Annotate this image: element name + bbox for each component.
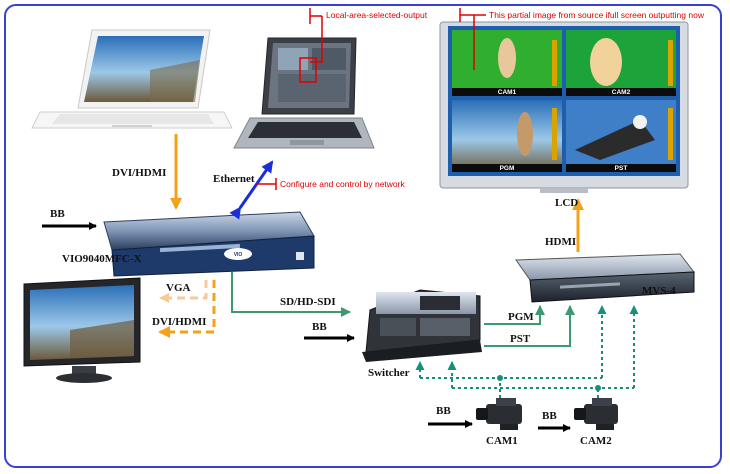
laptop-control-icon [233,37,375,149]
cam2-camera-icon [574,398,618,430]
dvi-hdmi-bottom-label: DVI/HDMI [152,316,206,328]
cam1-camera-icon [476,398,522,430]
vio-badge: VIO [234,252,243,258]
sd-hd-sdi-arrow [231,272,351,317]
vga-label: VGA [166,282,191,294]
cam1-label: CAM1 [486,435,518,447]
pgm-arrow [484,305,545,325]
laptop-source-icon [31,29,233,129]
cam2-label: CAM2 [580,435,612,447]
sd-hd-sdi-label: SD/HD-SDI [280,296,336,308]
desktop-monitor-icon [23,277,141,383]
lcd-panel-cam2-label: CAM2 [612,89,631,96]
cam2-junction-dot [595,385,601,391]
mvs4-label: MVS-4 [642,285,676,297]
bb-switcher-label: BB [312,321,327,333]
bb-cam1-label: BB [436,405,451,417]
lcd-label: LCD [555,197,578,209]
lcd-monitor-icon [439,21,689,193]
lcd-panel-pgm-label: PGM [500,165,515,172]
pst-label: PST [510,333,531,345]
partial-image-callout-line [459,8,486,70]
lcd-panel-cam1-label: CAM1 [498,89,517,96]
bb-left-label: BB [50,208,65,220]
dvi-hdmi-output-arrow [158,280,216,338]
lcd-panel-pst-label: PST [615,165,628,172]
bb-cam2-label: BB [542,410,557,422]
local-output-callout-line [309,8,323,63]
switcher-label: Switcher [368,367,410,379]
dvi-hdmi-top-label: DVI/HDMI [112,167,166,179]
partial-image-annotation: This partial image from source ifull scr… [489,10,705,20]
ethernet-label: Ethernet [213,173,255,185]
switcher-icon [362,289,482,362]
vio-processor-icon [103,211,315,277]
cam1-junction-dot [497,375,503,381]
vga-output-arrow [159,280,208,303]
camera-feed-lines [415,305,639,398]
vio-device-label: VIO9040MFC-X [62,253,141,265]
mvs4-multiviewer-icon [515,253,695,303]
pgm-label: PGM [508,311,534,323]
pst-arrow [484,305,575,347]
diagram-frame [4,4,722,468]
configure-annotation: Configure and control by network [280,179,405,189]
ethernet-arrow [229,160,274,220]
hdmi-label: HDMI [545,236,576,248]
local-output-annotation: Local-area-selected-output [326,10,428,20]
